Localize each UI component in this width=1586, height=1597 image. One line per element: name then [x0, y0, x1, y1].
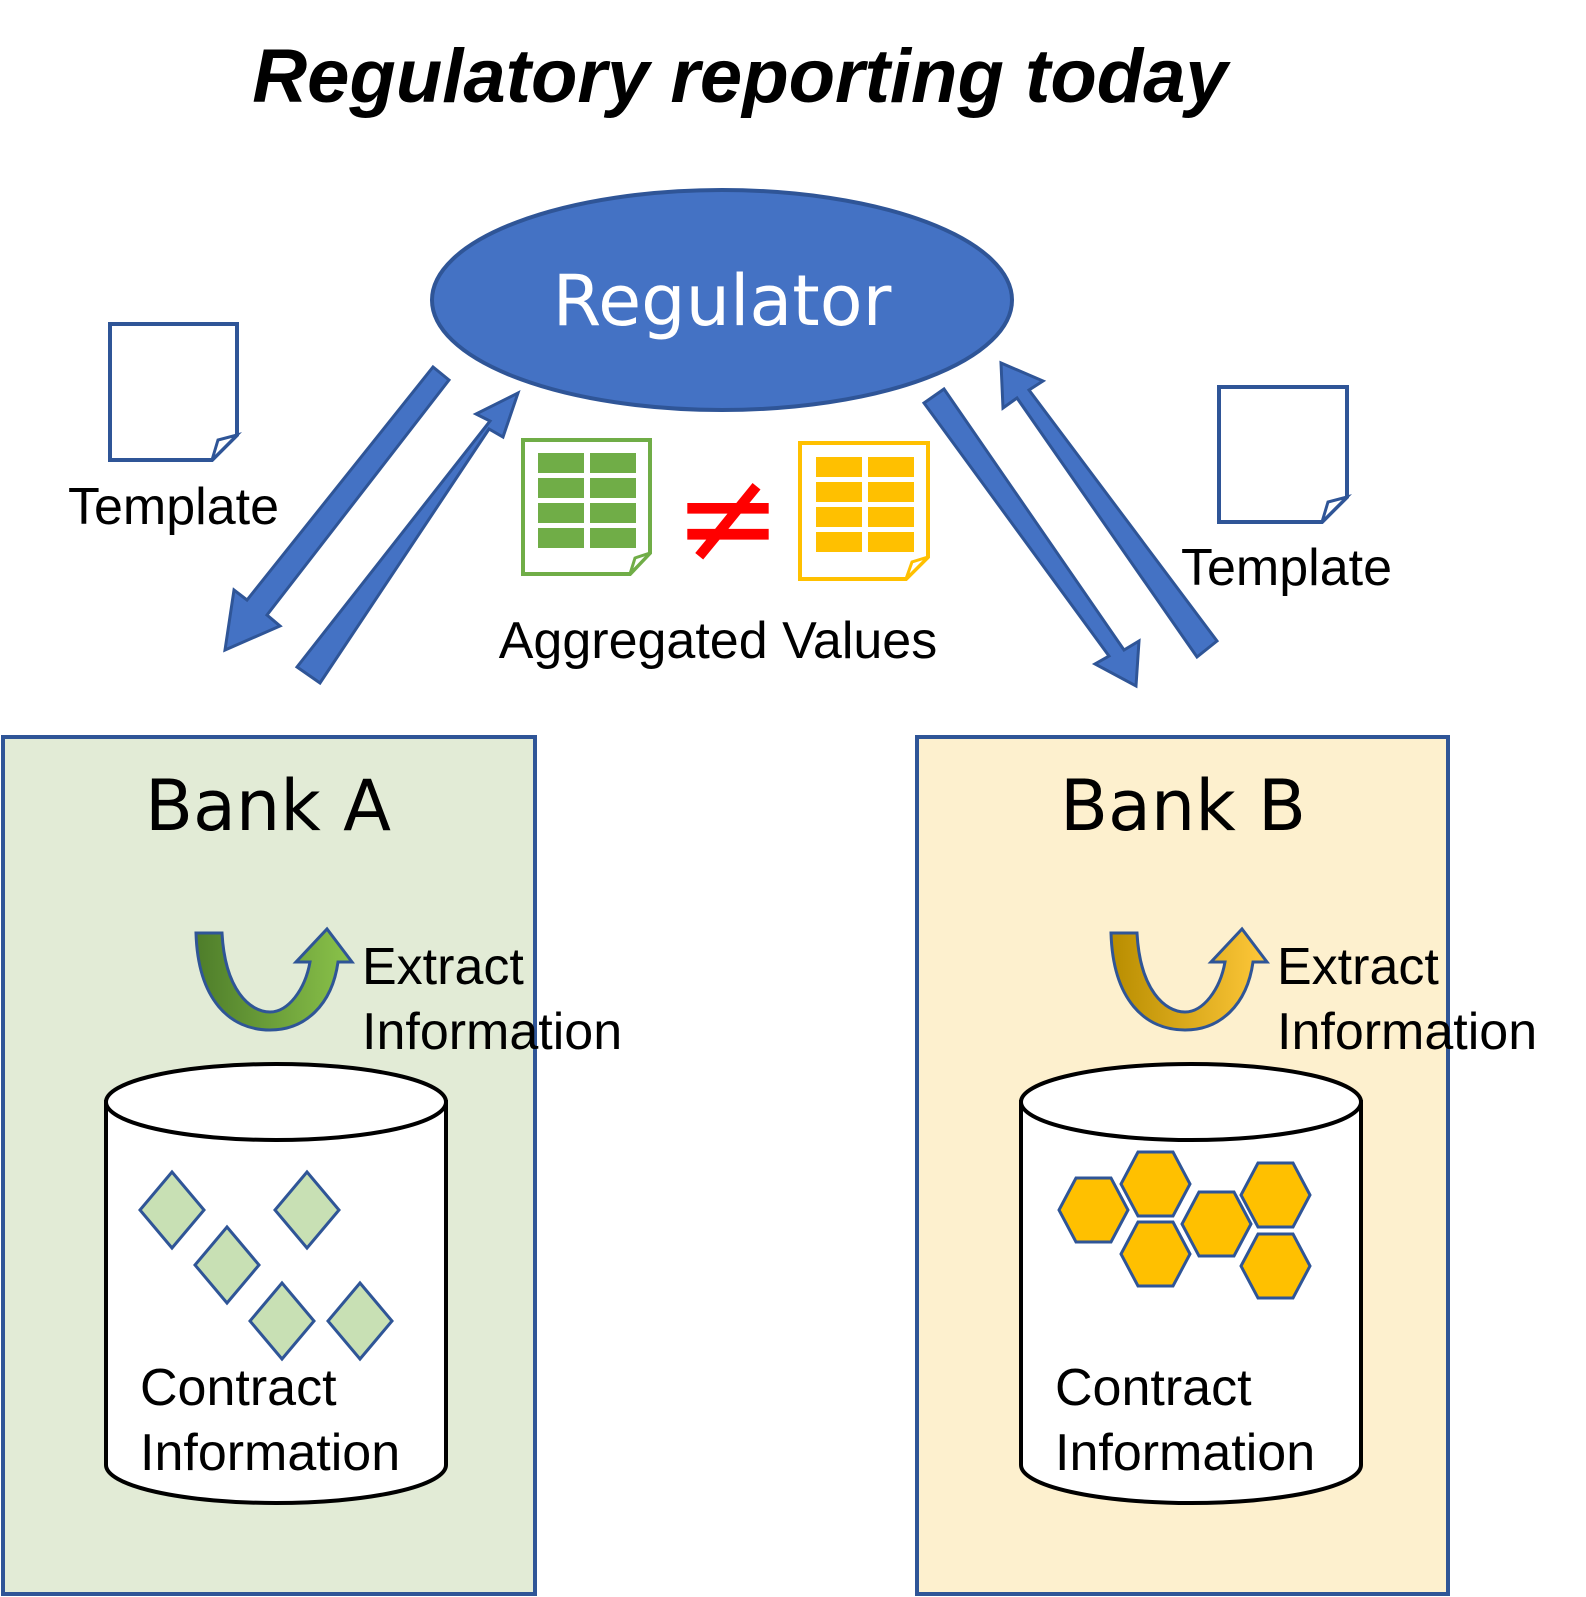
bank-b-db-label-line2: Information: [1055, 1424, 1315, 1482]
bank-b-extract-label-line2: Information: [1277, 1003, 1537, 1061]
bank-b-contract-shapes: [1057, 1150, 1312, 1300]
diamond-icon: [193, 1224, 261, 1306]
bank-a-db-label-line1: Contract: [140, 1359, 337, 1417]
bank-a-extract-label-line2: Information: [362, 1003, 622, 1061]
hexagon-icon: [1057, 1176, 1130, 1244]
template-label-left: Template: [68, 478, 279, 536]
template-document-icon: [108, 322, 242, 462]
yellow-spreadsheet-icon: [798, 441, 930, 581]
hexagon-icon: [1239, 1161, 1312, 1229]
diagram-title: Regulatory reporting today: [252, 34, 1231, 119]
hexagon-icon: [1119, 1150, 1192, 1218]
regulator-label: Regulator: [553, 260, 892, 342]
bank-a-extract-arrow-icon: [194, 926, 356, 1032]
regulator-ellipse: [430, 188, 1014, 412]
arrow-regulator-to-bank-a: [223, 364, 452, 653]
flow-arrows: [223, 360, 1220, 689]
bank-b-extract-arrow-icon: [1109, 926, 1271, 1032]
not-equal-icon: ≠: [674, 441, 783, 593]
green-spreadsheet-icon: [521, 438, 652, 576]
bank-a-contract-shapes: [138, 1169, 394, 1362]
diamond-icon: [138, 1169, 206, 1251]
arrow-bank-b-to-regulator: [999, 360, 1220, 660]
arrow-regulator-to-bank-b: [921, 386, 1141, 689]
diamond-icon: [326, 1280, 394, 1362]
bank-a-extract-label-line1: Extract: [362, 938, 524, 996]
bank-b-extract-label-line1: Extract: [1277, 938, 1439, 996]
aggregated-values-label: Aggregated Values: [499, 612, 937, 670]
hexagon-icon: [1119, 1220, 1192, 1288]
diamond-icon: [248, 1280, 316, 1362]
bank-b-label: Bank B: [1060, 765, 1306, 847]
bank-a-db-label-line2: Information: [140, 1424, 400, 1482]
bank-b-db-label-line1: Contract: [1055, 1359, 1252, 1417]
bank-a-label: Bank A: [145, 765, 391, 847]
arrow-bank-a-to-regulator: [294, 390, 521, 686]
hexagon-icon: [1180, 1190, 1253, 1258]
template-document-icon: [1217, 385, 1352, 524]
template-label-right: Template: [1181, 539, 1392, 597]
diamond-icon: [273, 1169, 341, 1251]
hexagon-icon: [1239, 1232, 1312, 1300]
